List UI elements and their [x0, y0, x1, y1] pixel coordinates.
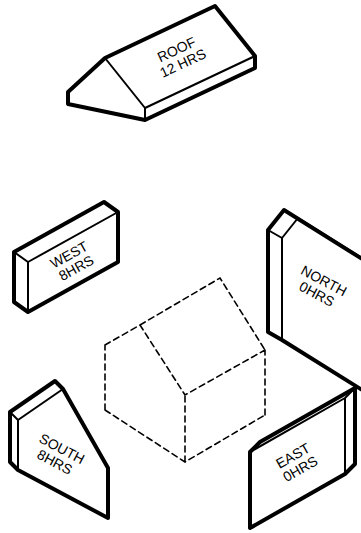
panel-edge: [281, 238, 283, 340]
panel-border: [250, 388, 355, 528]
wall-panel: EAST 0HRS: [247, 385, 358, 531]
panel-border: [14, 202, 118, 312]
panel-edge: [27, 262, 29, 312]
panel-edge: [344, 398, 346, 474]
panel-edge: [268, 218, 298, 238]
panel-border: [268, 210, 361, 393]
gable-panel: SOUTH 8HRS: [7, 378, 111, 521]
gable-panel: NORTH 0HRS: [265, 207, 361, 396]
panel-edge: [10, 389, 63, 420]
wall-panel: WEST 8HRS: [11, 199, 121, 315]
panel-edge: [144, 108, 146, 120]
panel-edge: [17, 420, 19, 470]
house-edges: [105, 278, 265, 462]
panel-edge: [298, 218, 361, 261]
panel-border: [10, 381, 108, 518]
panel-border: [68, 6, 255, 120]
roof-panel: ROOF 12 HRS: [65, 3, 258, 123]
